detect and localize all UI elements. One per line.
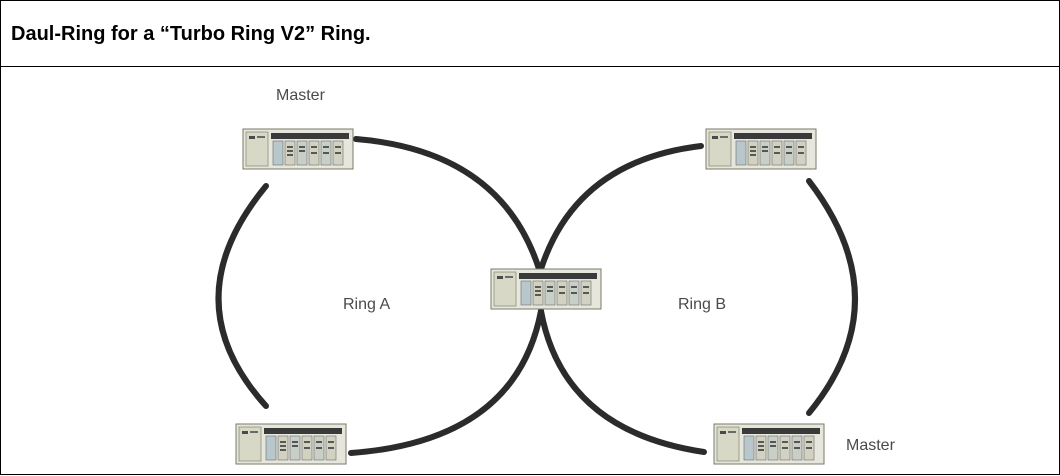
ring-b-label: Ring B	[678, 296, 727, 313]
ring-a-label: Ring A	[343, 296, 391, 313]
switch-icon-ring-a-master	[242, 128, 354, 170]
diagram-title: Daul-Ring for a “Turbo Ring V2” Ring.	[11, 23, 371, 45]
diagram-header: Daul-Ring for a “Turbo Ring V2” Ring.	[1, 1, 1059, 67]
ring-b-arc-top	[538, 143, 704, 272]
ring-b-arc-bottom	[538, 308, 707, 455]
ring-a-arc-left	[215, 183, 269, 409]
ring-a-arc-top	[353, 136, 542, 272]
ring-a-arc-bottom	[348, 308, 544, 456]
ring-a-links	[215, 136, 544, 456]
switch-icon-ring-b-top	[705, 128, 817, 170]
ring-b-arc-right	[806, 178, 858, 416]
master-label-top-left: Master	[276, 87, 325, 104]
switch-icon-coupling	[490, 268, 602, 310]
switch-icon-ring-b-master	[713, 423, 825, 465]
switch-icon-ring-a-bottom	[235, 423, 347, 465]
master-label-bottom-right: Master	[846, 437, 895, 454]
ring-b-links	[538, 143, 858, 455]
